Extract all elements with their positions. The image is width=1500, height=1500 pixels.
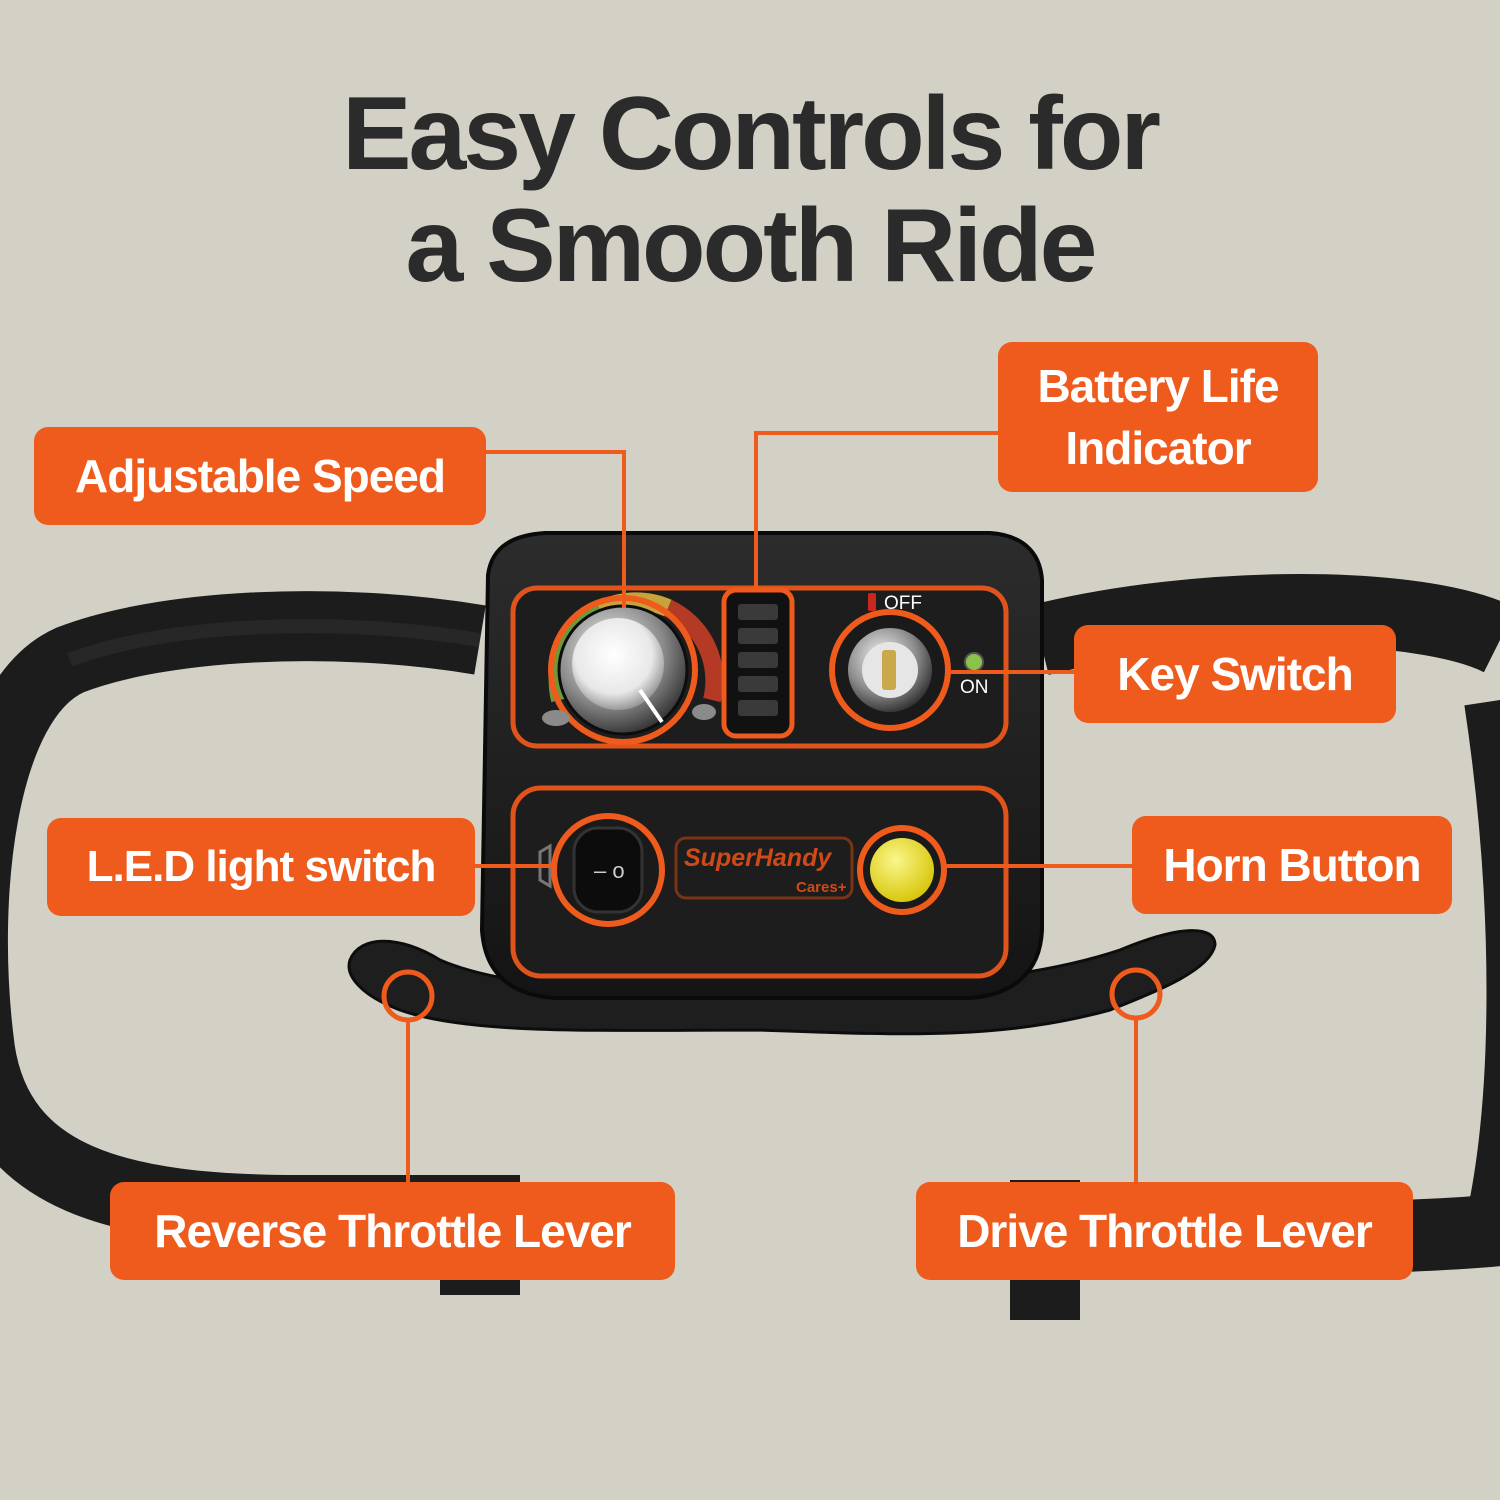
left-handlebar-grip [0,591,520,1245]
title-line-2: a Smooth Ride [405,188,1097,304]
rocker-symbols: – o [594,858,625,883]
callout-reverse-throttle: Reverse Throttle Lever [110,1182,675,1280]
off-indicator-icon [868,593,876,611]
callout-reverse-throttle-text: Reverse Throttle Lever [154,1205,632,1257]
callout-horn-button: Horn Button [1132,816,1452,914]
callout-horn-button-text: Horn Button [1163,839,1421,891]
title-line-1: Easy Controls for [342,76,1161,192]
callout-battery-life: Battery Life Indicator [998,342,1318,492]
callout-key-switch: Key Switch [1074,625,1396,723]
brand-logo: SuperHandy [684,844,832,872]
callout-adjustable-speed: Adjustable Speed [34,427,486,525]
callout-battery-line-1: Battery Life [1037,360,1279,412]
on-indicator-led [964,652,984,672]
on-label: ON [960,677,989,698]
callout-led-switch: L.E.D light switch [47,818,475,916]
drive-throttle-marker [1109,967,1163,1021]
callout-led-switch-text: L.E.D light switch [86,842,437,891]
callout-adjustable-speed-text: Adjustable Speed [75,450,446,502]
horn-button [870,838,934,902]
brand-badge [674,836,854,900]
page-title: Easy Controls for a Smooth Ride [0,78,1500,302]
reverse-throttle-marker [381,969,435,1023]
off-label: OFF [884,593,922,614]
leader-adjustable-speed [486,450,626,608]
brand-sub-logo: Cares+ [796,879,847,896]
callout-drive-throttle: Drive Throttle Lever [916,1182,1413,1280]
headlight-icon [538,843,552,889]
callout-battery-line-2: Indicator [1065,422,1251,474]
turtle-icon [542,710,570,726]
callout-key-switch-text: Key Switch [1117,648,1353,700]
rabbit-icon [692,704,716,720]
callout-drive-throttle-text: Drive Throttle Lever [957,1205,1373,1257]
led-rocker-switch [572,826,644,914]
leader-battery [754,431,998,592]
